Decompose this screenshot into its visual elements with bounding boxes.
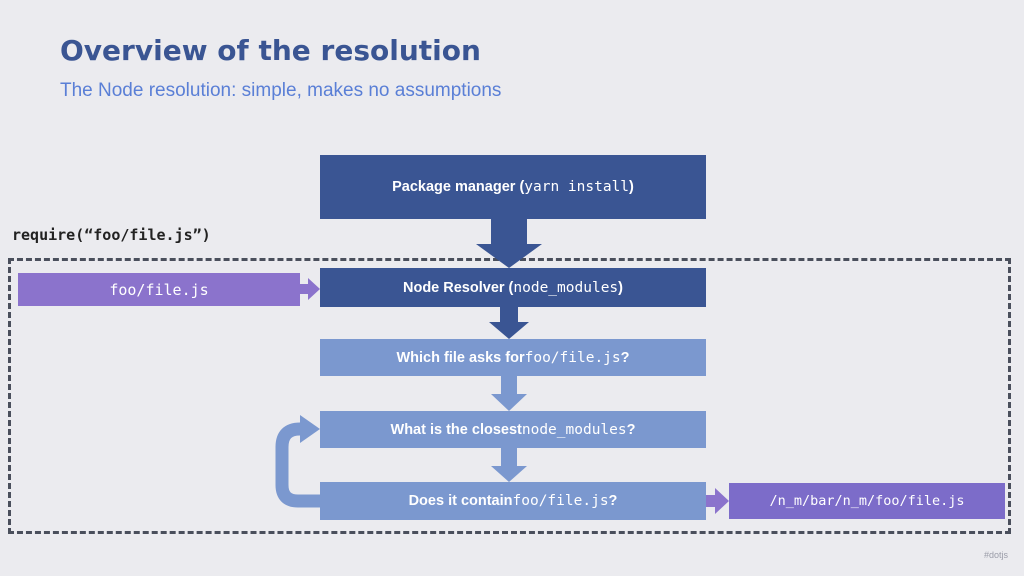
contains-text: Does it contain xyxy=(408,493,513,509)
resolved-path-code: /n_m/bar/n_m/foo/file.js xyxy=(769,493,965,509)
contains-suffix: ? xyxy=(608,493,618,509)
loop-back-arrow xyxy=(275,422,320,508)
which-file-box: Which file asks for foo/file.js ? xyxy=(320,339,706,376)
input-path-code: foo/file.js xyxy=(109,280,209,299)
node-resolver-suffix: ) xyxy=(618,279,623,296)
node-resolver-box: Node Resolver ( node_modules ) xyxy=(320,268,706,307)
input-path-box: foo/file.js xyxy=(18,273,300,306)
arrow-pkg-to-resolver xyxy=(476,219,542,268)
arrow-contains-to-result xyxy=(706,488,729,514)
contains-file-box: Does it contain foo/file.js ? xyxy=(320,482,706,520)
package-manager-box: Package manager ( yarn install ) xyxy=(320,155,706,219)
node-resolver-code: node_modules xyxy=(513,279,619,296)
footer-hashtag: #dotjs xyxy=(983,550,1008,560)
which-file-code: foo/file.js xyxy=(524,349,621,366)
which-file-suffix: ? xyxy=(620,349,630,366)
slide-subtitle: The Node resolution: simple, makes no as… xyxy=(60,80,502,101)
which-file-text: Which file asks for xyxy=(396,349,525,366)
contains-code: foo/file.js xyxy=(512,493,609,509)
resolved-path-box: /n_m/bar/n_m/foo/file.js xyxy=(729,483,1005,519)
closest-text: What is the closest xyxy=(390,421,522,438)
node-resolver-text: Node Resolver ( xyxy=(402,279,514,296)
closest-code: node_modules xyxy=(521,421,627,438)
package-manager-code: yarn install xyxy=(524,179,630,195)
package-manager-text: Package manager ( xyxy=(392,179,525,195)
loop-back-arrowhead xyxy=(300,415,320,443)
arrow-closest-to-contains xyxy=(491,448,527,482)
require-call-label: require(“foo/file.js”) xyxy=(12,226,211,244)
arrow-which-to-closest xyxy=(491,376,527,411)
package-manager-suffix: ) xyxy=(629,179,634,195)
arrow-input-to-resolver xyxy=(300,278,320,300)
closest-node-modules-box: What is the closest node_modules ? xyxy=(320,411,706,448)
arrow-resolver-to-which xyxy=(489,307,529,339)
closest-suffix: ? xyxy=(626,421,636,438)
slide-title: Overview of the resolution xyxy=(60,34,481,67)
